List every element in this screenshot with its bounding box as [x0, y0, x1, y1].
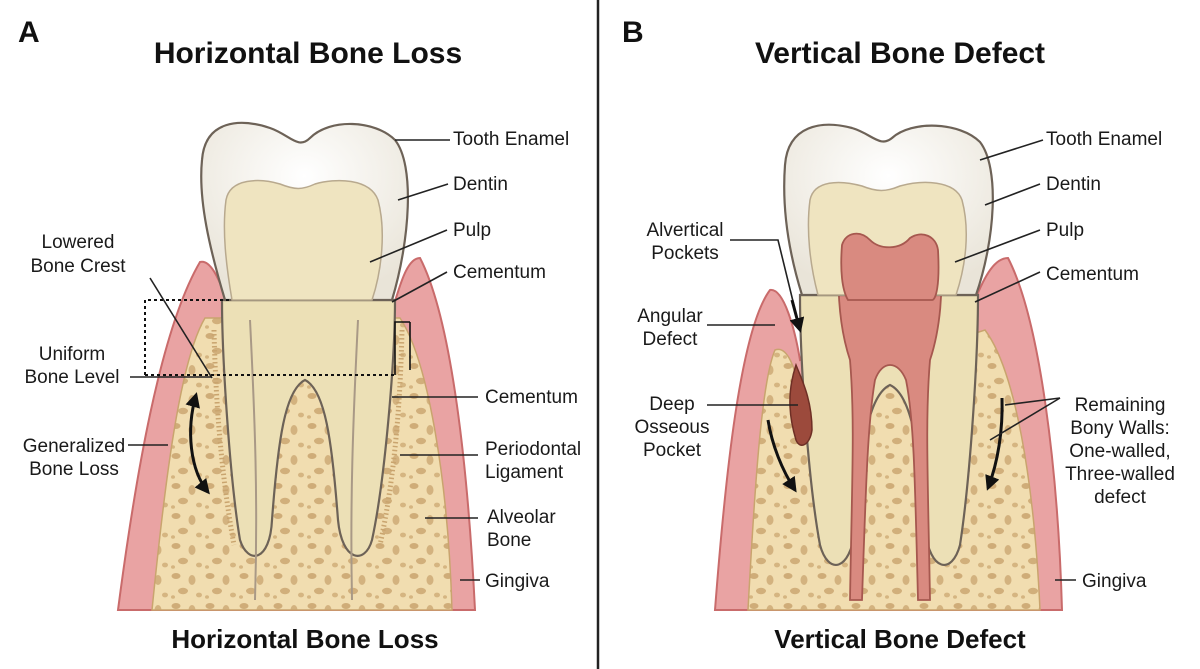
label-b-pulp: Pulp: [1046, 220, 1084, 241]
panel-a-title: Horizontal Bone Loss: [154, 37, 462, 70]
label-a-generalized-1: Generalized: [23, 436, 125, 457]
label-b-remaining-5: defect: [1094, 487, 1146, 508]
label-a-uniform-1: Uniform: [39, 344, 106, 365]
panel-a-leader-lines: [128, 139, 480, 581]
label-a-alveolar-2: Bone: [487, 530, 531, 551]
label-b-remaining-2: Bony Walls:: [1070, 418, 1170, 439]
panel-b-title: Vertical Bone Defect: [755, 37, 1045, 70]
panel-a-bone-level-lines: [144, 299, 411, 376]
label-b-alvertical-2: Pockets: [651, 243, 719, 264]
label-b-tooth-enamel: Tooth Enamel: [1046, 129, 1162, 150]
label-a-periodontal-2: Ligament: [485, 462, 564, 483]
panel-a-footer: Horizontal Bone Loss: [171, 624, 438, 654]
panel-b-left-arrow: [766, 419, 797, 493]
label-b-angular-2: Defect: [643, 329, 699, 350]
panel-b-pocket-arrow: [789, 299, 805, 333]
label-a-dentin: Dentin: [453, 174, 508, 195]
label-a-lowered-2: Bone Crest: [30, 256, 126, 277]
label-a-uniform-2: Bone Level: [24, 367, 119, 388]
label-a-lowered-1: Lowered: [42, 232, 115, 253]
label-a-tooth-enamel: Tooth Enamel: [453, 129, 569, 150]
panel-a-letter: A: [18, 16, 40, 49]
label-b-angular-1: Angular: [637, 306, 703, 327]
panel-b-footer: Vertical Bone Defect: [774, 624, 1026, 654]
panel-a-tooth: [200, 121, 409, 601]
label-a-gingiva: Gingiva: [485, 571, 550, 592]
panel-b-letter: B: [622, 16, 644, 49]
label-a-cementum-top: Cementum: [453, 262, 546, 283]
panel-b-right-arrow: [985, 397, 1004, 491]
label-b-remaining-1: Remaining: [1075, 395, 1166, 416]
label-b-deep-3: Pocket: [643, 440, 702, 461]
label-b-remaining-4: Three-walled: [1065, 464, 1175, 485]
label-a-periodontal-1: Periodontal: [485, 439, 581, 460]
label-b-remaining-3: One-walled,: [1069, 441, 1170, 462]
panel-b-tooth: [783, 123, 994, 601]
panel-a: A Horizontal Bone Loss: [18, 16, 581, 654]
panel-a-bone-loss-arrow: [185, 392, 210, 495]
label-b-alvertical-1: Alvertical: [646, 220, 723, 241]
label-b-gingiva: Gingiva: [1082, 571, 1147, 592]
label-a-cementum-mid: Cementum: [485, 387, 578, 408]
panel-b: B Vertical Bone Defect: [622, 16, 1175, 654]
label-b-cementum: Cementum: [1046, 264, 1139, 285]
label-b-deep-2: Osseous: [635, 417, 710, 438]
label-a-pulp: Pulp: [453, 220, 491, 241]
label-b-dentin: Dentin: [1046, 174, 1101, 195]
label-a-alveolar-1: Alveolar: [487, 507, 556, 528]
label-a-generalized-2: Bone Loss: [29, 459, 119, 480]
label-b-deep-1: Deep: [649, 394, 694, 415]
